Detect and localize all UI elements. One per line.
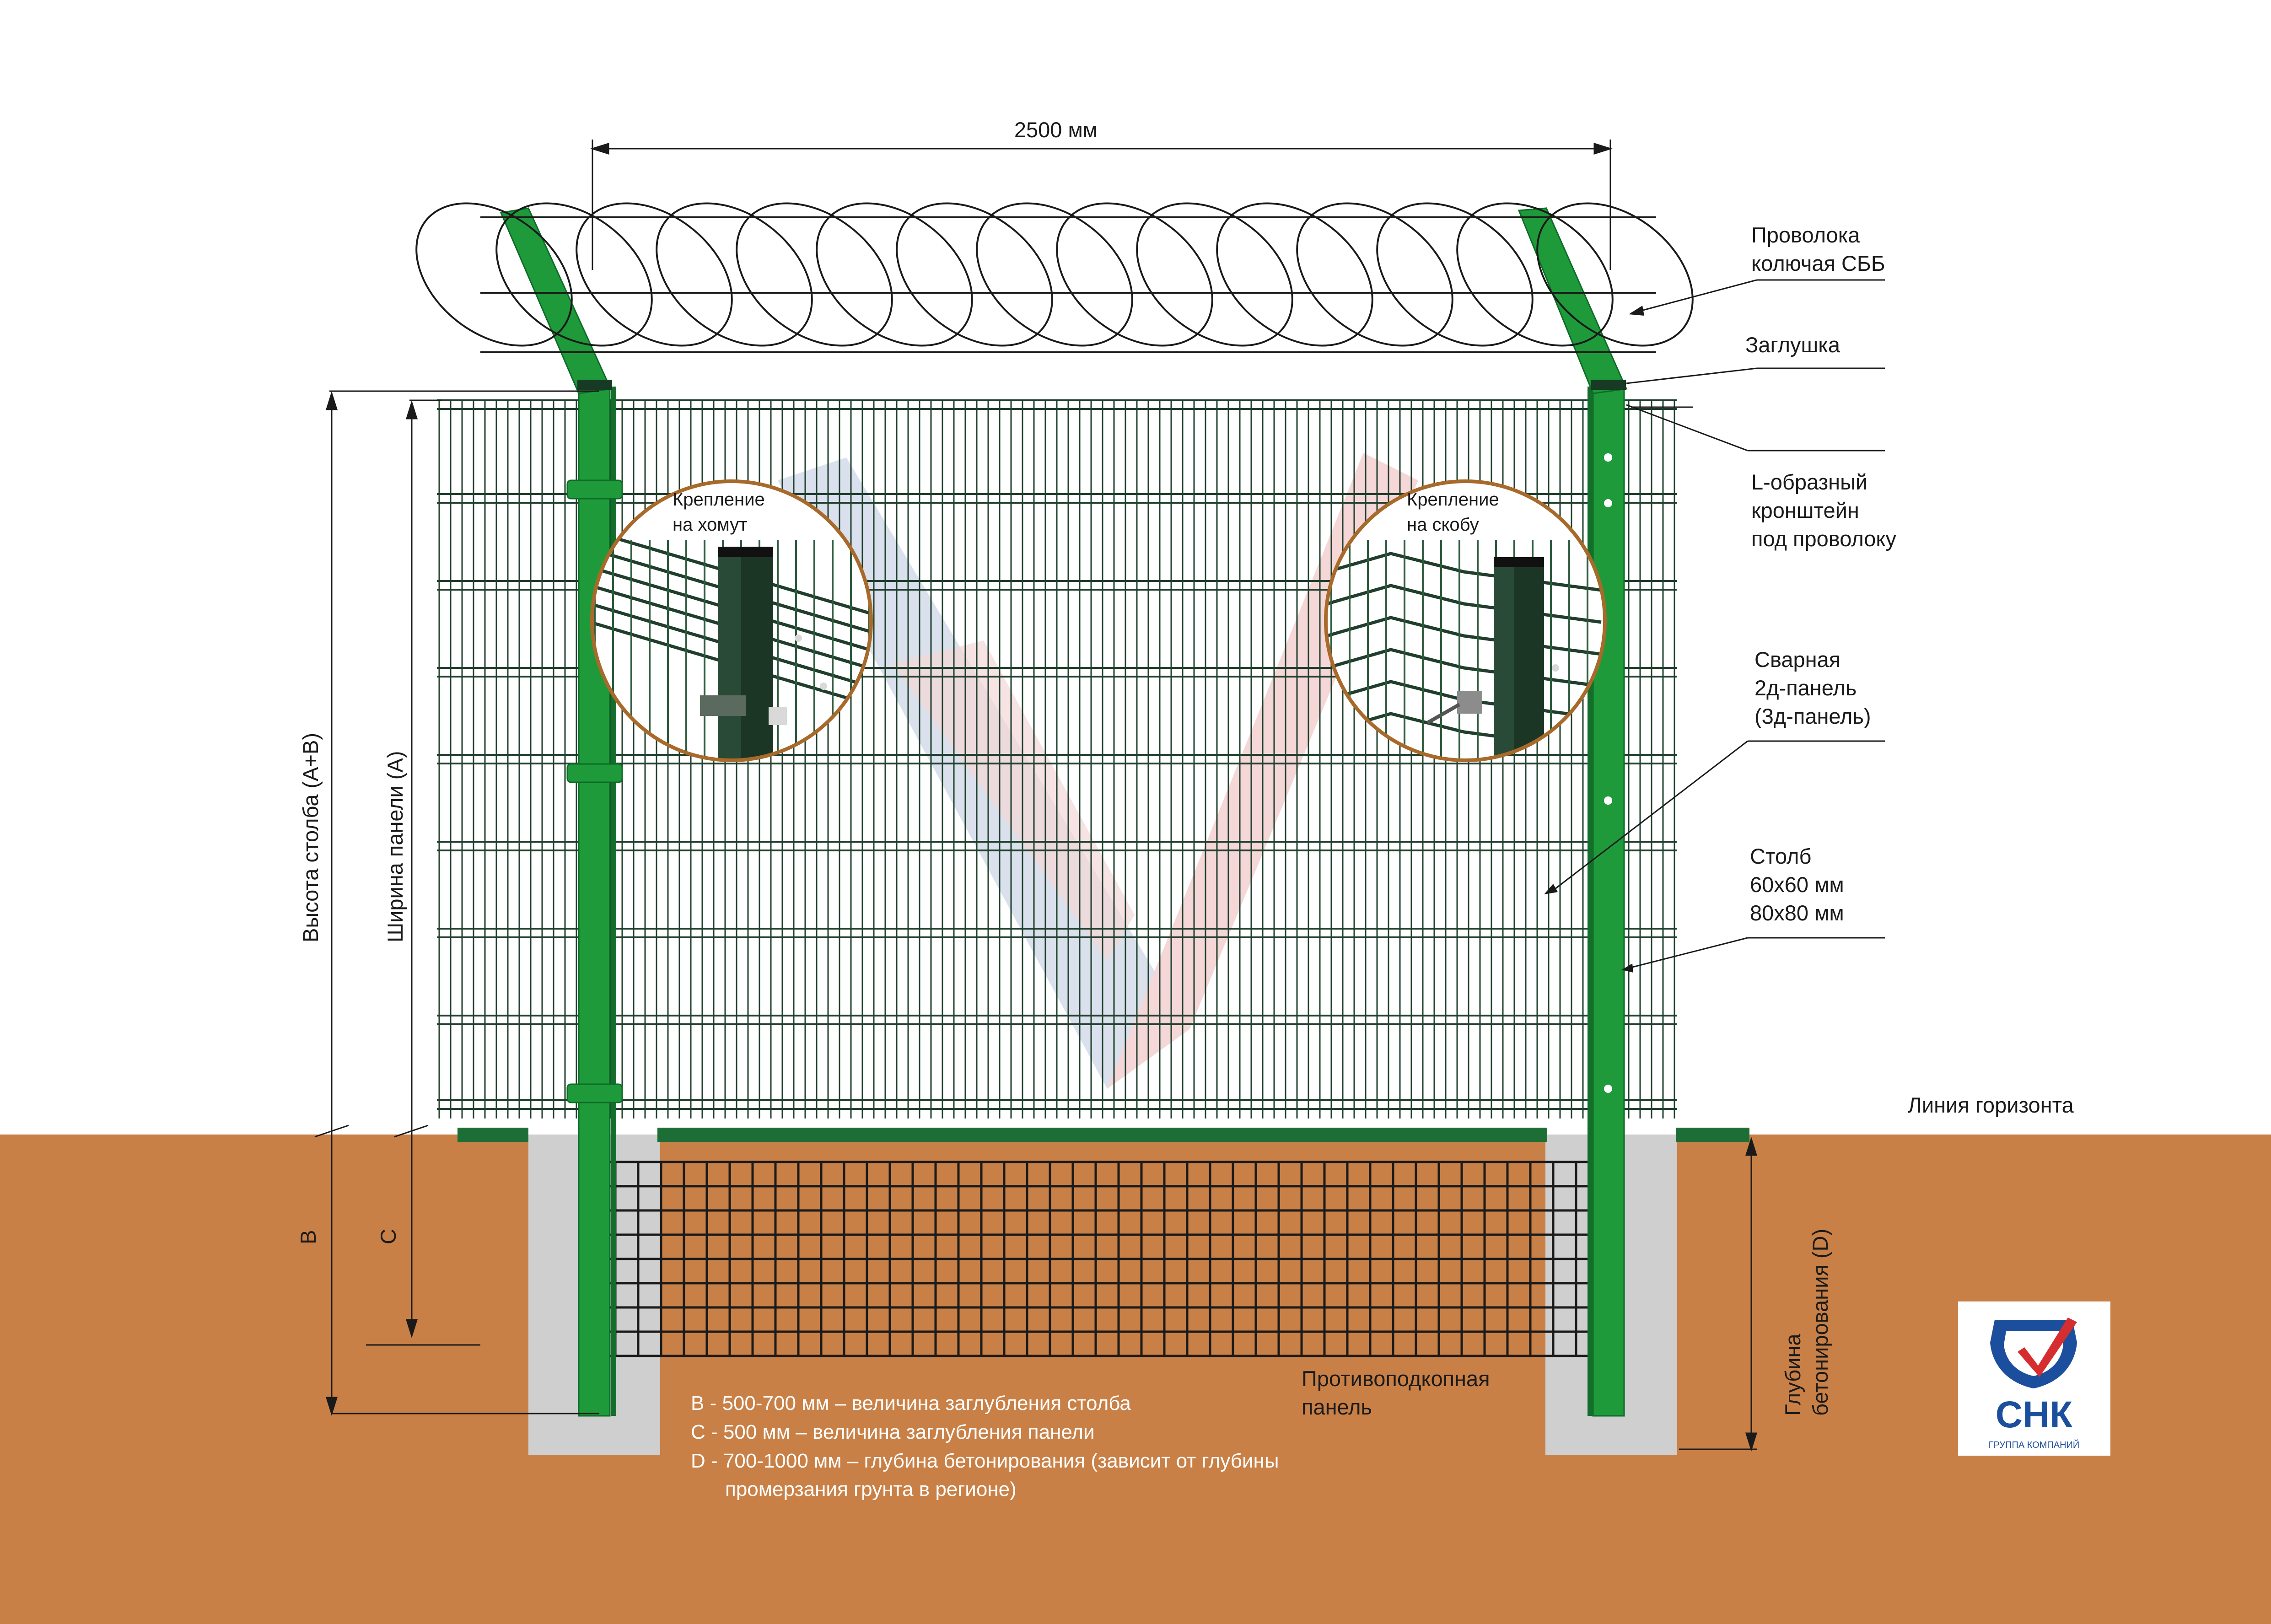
inset-cap [1494,557,1544,567]
inset-bracket-label-1: Крепление [1407,489,1499,510]
inset-bolt [795,635,802,642]
panel-label-1: Сварная [1754,647,1840,672]
post-label-1: Столб [1750,844,1811,868]
barbed-wire-coil [976,202,1133,347]
cap-label: Заглушка [1745,333,1840,357]
b-label: B [296,1230,320,1244]
bracket-label-1: L-образный [1751,470,1867,494]
barbed-wire-coil [1456,202,1614,347]
inset-clamp: Крепление на хомут [590,479,873,762]
width-label: 2500 мм [1014,118,1098,142]
logo-tagline: ГРУППА КОМПАНИЙ [1989,1439,2080,1450]
inset-bolt [769,707,787,725]
horizon-label: Линия горизонта [1908,1093,2074,1117]
inset-bolt [1552,664,1559,672]
barbed-wire-coil [576,202,733,347]
post-left [500,207,623,1417]
soil [0,1135,2271,1624]
inset-bracket-plate [1457,691,1482,714]
post-arrow [1622,963,1633,973]
panel-label-2: 2д-панель [1754,676,1857,700]
barbed-wire-coil [495,202,653,347]
anti-dig-label-1: Противоподкопная [1302,1366,1490,1391]
legend-c: C - 500 мм – величина заглубления панели [691,1421,1095,1443]
grass-strip-right [1676,1128,1749,1142]
anti-dig-label-2: панель [1302,1395,1372,1419]
inset-clamp-label-2: на хомут [673,515,748,535]
panel-arrow [1544,884,1558,894]
logo-name: СНК [1996,1394,2073,1436]
post-label-3: 80х80 мм [1750,901,1844,925]
post-label-2: 60х60 мм [1750,872,1844,897]
barbed-wire-coil [896,202,1053,347]
inset-bolt [820,683,827,690]
inset-post-side [741,549,773,759]
grass-strip-middle [657,1128,1547,1142]
wire-arrow [1629,306,1644,316]
inset-cap [718,547,773,557]
bracket-label-2: кронштейн [1751,498,1859,522]
barbed-wire [415,202,1694,353]
inset-bolt [1426,703,1460,725]
barbed-wire-coil [1376,202,1534,347]
company-logo: СНК ГРУППА КОМПАНИЙ [1958,1301,2110,1456]
post-height-label: Высота столба (A+B) [298,733,323,942]
barbed-wire-coil [1296,202,1453,347]
barbed-wire-label-1: Проволока [1751,223,1860,247]
inset-clamp [700,695,746,716]
inset-bracket-label-2: на скобу [1407,515,1479,535]
barbed-wire-coil [1216,202,1373,347]
inset-post-side [1514,560,1544,759]
concrete-depth-label-1: Глубина [1781,1334,1805,1416]
legend-d-cont: промерзания грунта в регионе) [725,1478,1017,1500]
barbed-wire-coil [1056,202,1213,347]
c-label: C [376,1229,400,1244]
callout-leaders [1550,279,1885,971]
legend-d: D - 700-1000 мм – глубина бетонирования … [691,1450,1279,1472]
barbed-wire-coil [1136,202,1293,347]
barbed-wire-coil [736,202,893,347]
panel-width-label: Ширина панели (A) [383,751,407,942]
barbed-wire-coil [415,202,573,347]
inset-clamp-label-1: Крепление [673,489,765,510]
barbed-wire-coil [656,202,813,347]
legend-b: B - 500-700 мм – величина заглубления ст… [691,1392,1131,1414]
panel-label-3: (3д-панель) [1754,704,1871,728]
inset-bracket: Крепление на скобу [1324,479,1607,762]
barbed-wire-label-2: колючая СББ [1751,251,1885,275]
barbed-wire-coil [816,202,973,347]
grass-strip-left [457,1128,528,1142]
bracket-label-3: под проволоку [1751,527,1896,551]
dimension-lines [314,140,1758,1452]
barbed-wire-coil [1536,202,1694,347]
concrete-depth-label-2: бетонирования (D) [1808,1229,1832,1416]
